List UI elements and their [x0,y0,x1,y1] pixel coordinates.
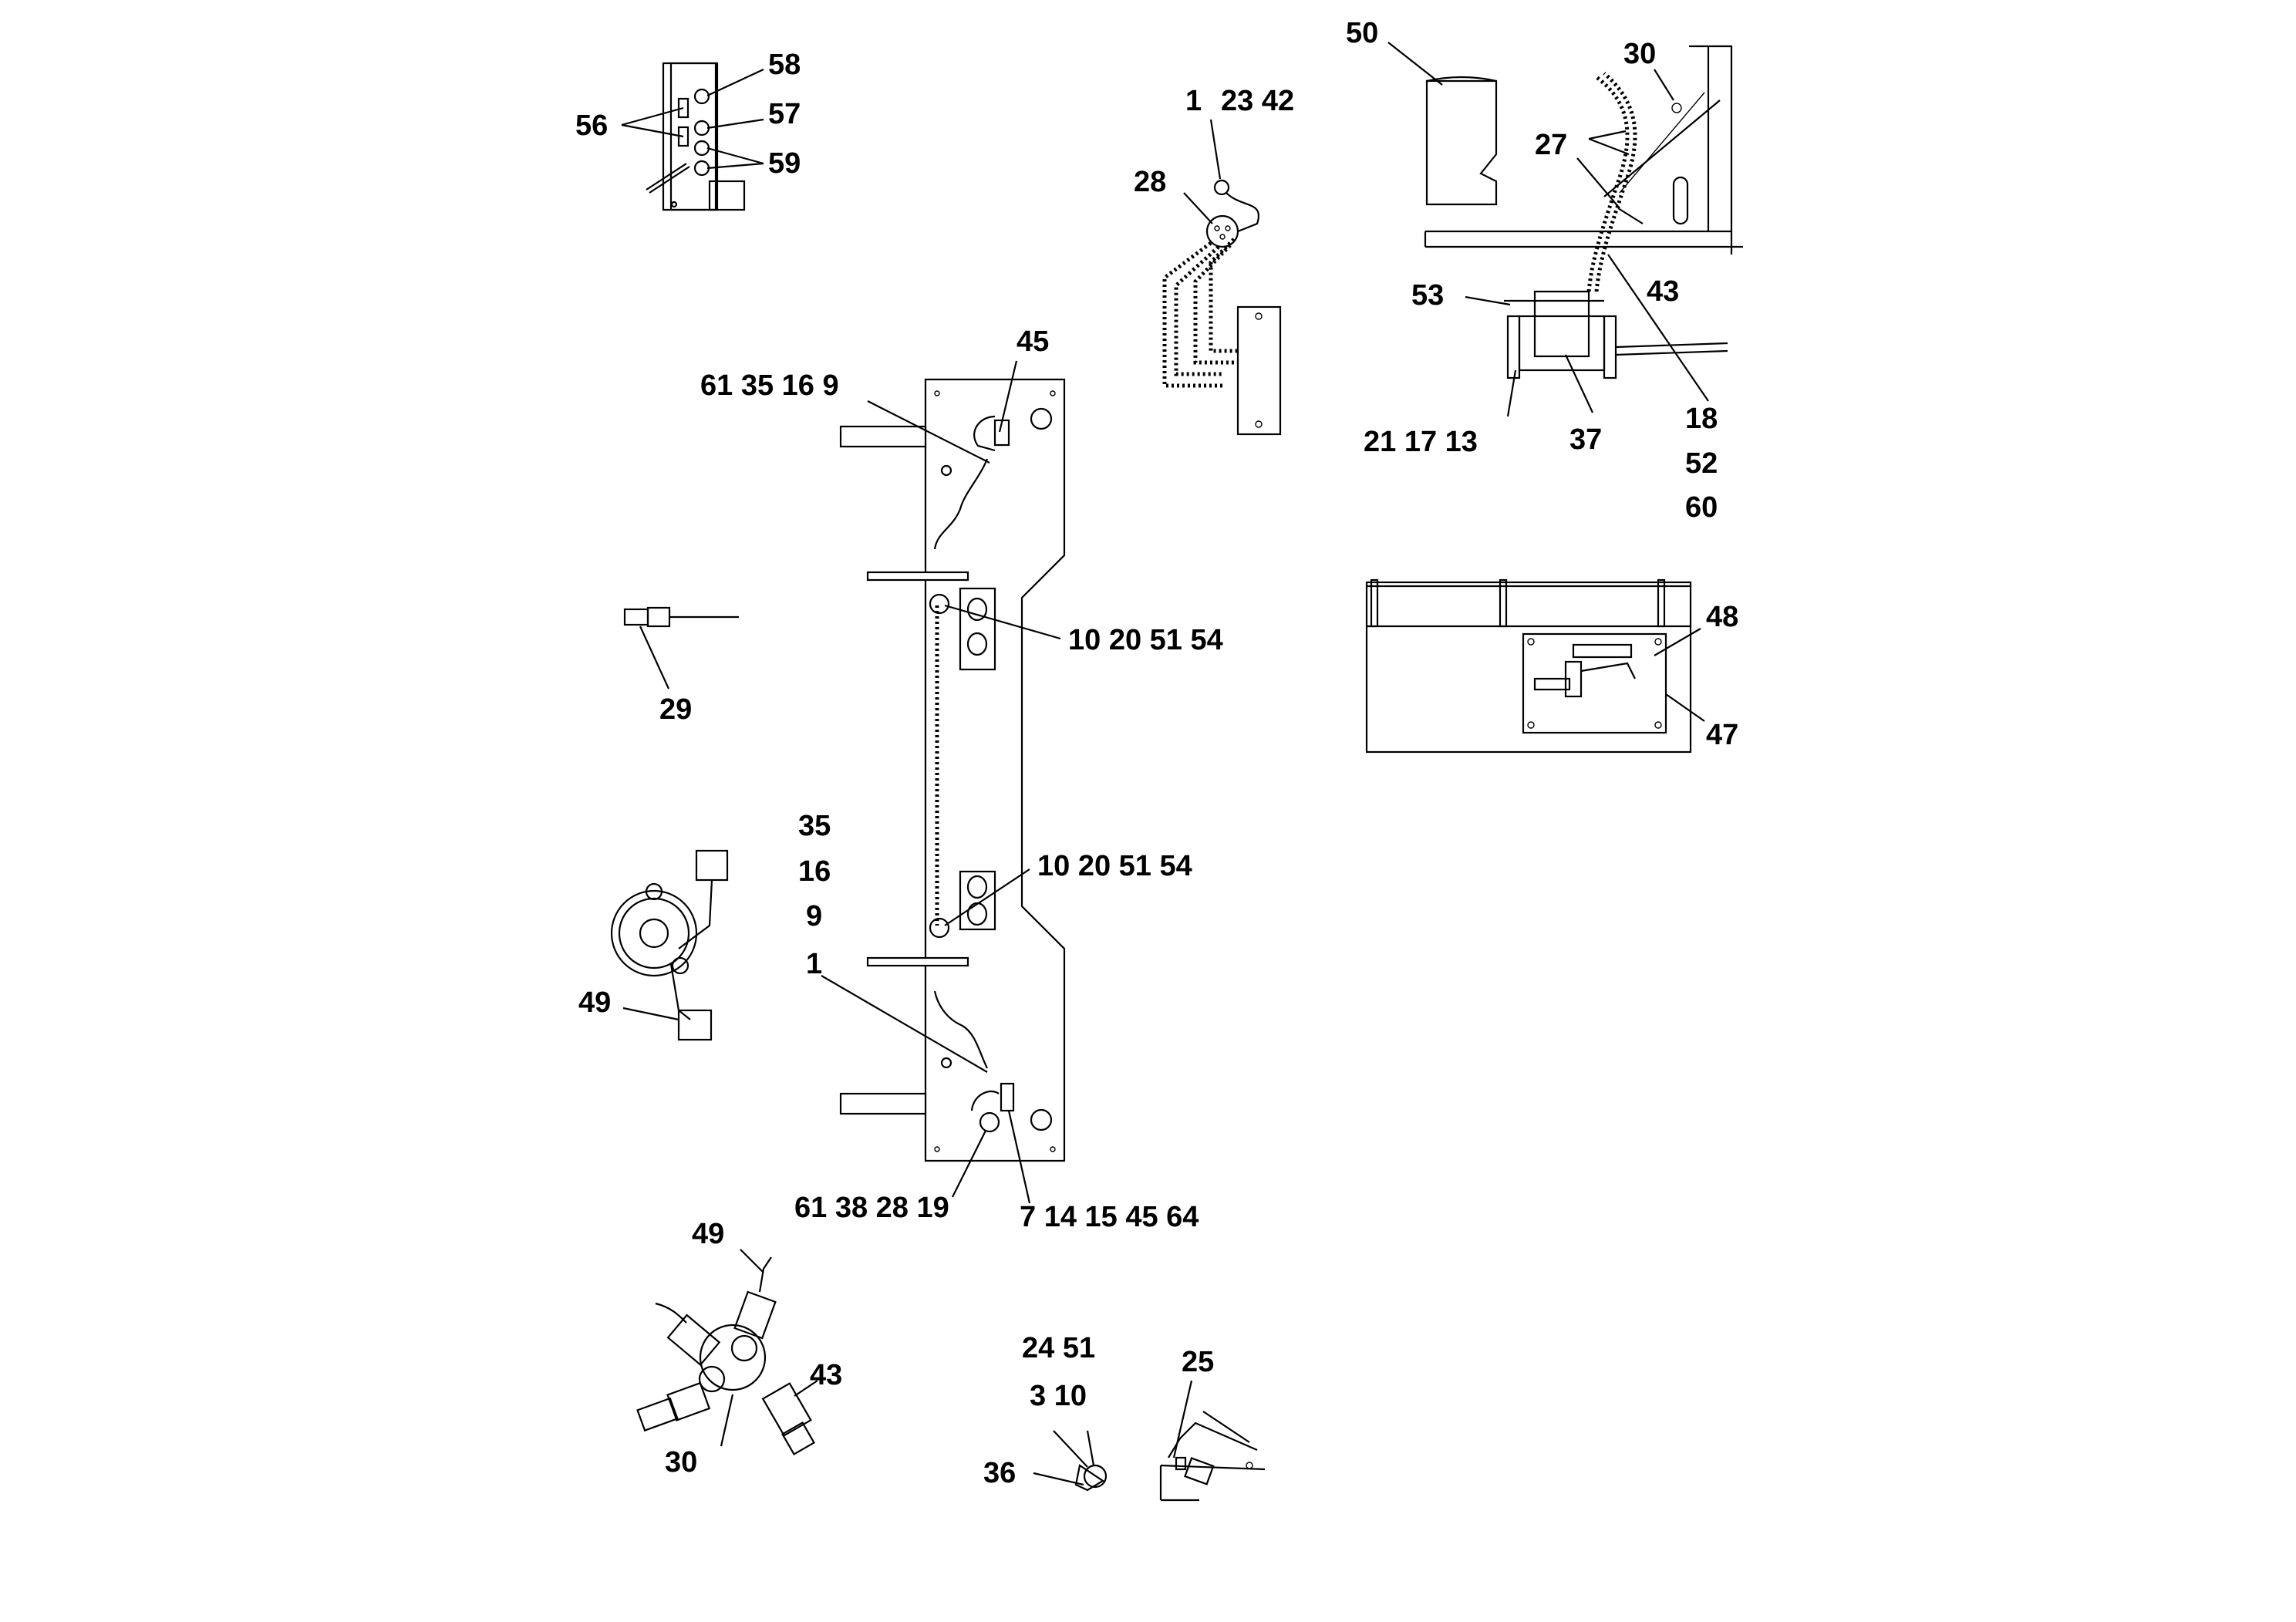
callout-23-42: 23 42 [1221,85,1294,117]
callout-1-mid: 1 [806,948,822,980]
callout-30-bottom: 30 [665,1446,697,1479]
callout-47: 47 [1706,719,1738,751]
callout-28-top: 28 [1134,166,1166,198]
connector-29-view [623,606,739,628]
callout-37: 37 [1569,423,1602,456]
callout-10-20-51-54-top: 10 20 51 54 [1068,624,1223,656]
callout-27: 27 [1535,129,1567,161]
callout-53: 53 [1411,279,1444,312]
callout-35: 35 [798,810,831,842]
callout-56: 56 [575,110,608,142]
callout-49-bottom: 49 [692,1218,724,1250]
callout-43-bottom: 43 [810,1359,842,1391]
callout-58: 58 [768,49,801,81]
callout-43-top: 43 [1647,275,1679,308]
callout-16: 16 [798,855,831,888]
callout-18: 18 [1685,403,1718,435]
callout-57: 57 [768,98,801,130]
callout-1-top: 1 [1185,85,1202,117]
callout-9: 9 [806,900,822,932]
callout-21-17-13: 21 17 13 [1364,426,1478,458]
motor-49-view [610,849,729,1041]
frame-harness-view [1424,45,1743,379]
callout-30-top: 30 [1623,38,1656,70]
callout-61-38-28-19: 61 38 28 19 [794,1192,949,1224]
callout-3-10: 3 10 [1030,1380,1087,1412]
callout-25: 25 [1182,1346,1214,1378]
callout-29: 29 [659,693,692,726]
callout-60: 60 [1685,491,1718,524]
connector-bracket-view [646,62,746,211]
wiring-harness-view [1162,179,1282,436]
callout-50: 50 [1346,17,1378,49]
control-box-view [1365,578,1692,754]
callout-7-14-15-45-64: 7 14 15 45 64 [1020,1201,1199,1233]
callout-61-35-16-9: 61 35 16 9 [700,369,839,402]
callout-59: 59 [768,147,801,180]
callout-36: 36 [983,1457,1016,1489]
motor-cluster-view [636,1256,815,1455]
callout-48: 48 [1706,601,1738,633]
callout-10-20-51-54-bottom: 10 20 51 54 [1037,850,1192,882]
callout-24-51: 24 51 [1022,1332,1095,1364]
callout-49-left: 49 [578,986,611,1019]
callout-45-top: 45 [1017,325,1049,358]
main-panel-view [839,378,1066,1162]
callout-52: 52 [1685,447,1718,480]
bottom-detail-view [1074,1411,1266,1502]
